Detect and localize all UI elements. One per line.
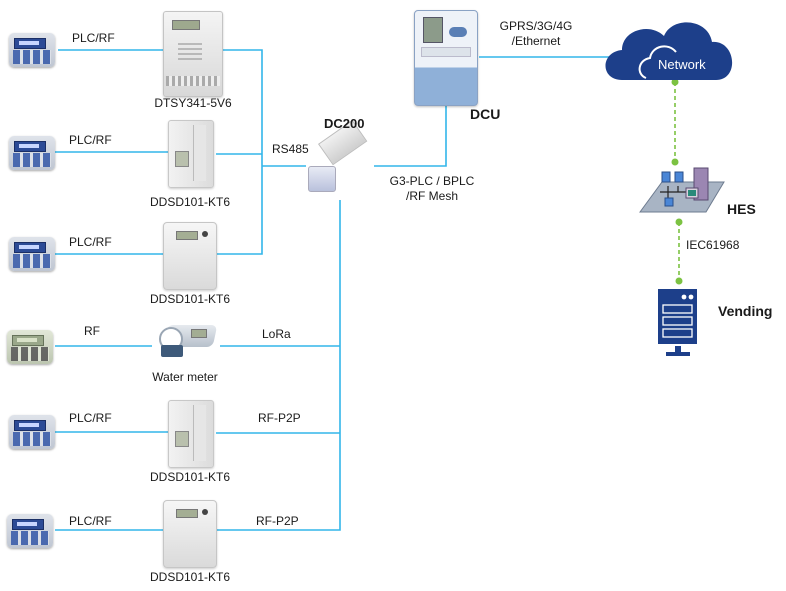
bus-label-rf-p2p-2: RF-P2P bbox=[256, 514, 299, 528]
meter-label-4: Water meter bbox=[152, 370, 218, 384]
water-meter-icon bbox=[155, 323, 218, 363]
bus-label-lora: LoRa bbox=[262, 327, 291, 341]
single-phase-meter-icon bbox=[163, 500, 217, 568]
meter-label-3: DDSD101-KT6 bbox=[149, 292, 231, 306]
link-label-ihd1: PLC/RF bbox=[72, 31, 115, 45]
node-label-dcu: DCU bbox=[470, 106, 501, 122]
hes-network-icon bbox=[639, 167, 725, 213]
dc200-concentrator-icon bbox=[308, 119, 368, 196]
link-label-hes-vending: IEC61968 bbox=[686, 238, 740, 252]
meter-label-2: DDSD101-KT6 bbox=[149, 195, 231, 209]
wire-rs485-bus bbox=[208, 49, 263, 255]
node-label-vending: Vending bbox=[718, 303, 773, 319]
link-dot bbox=[671, 158, 679, 166]
link-dot bbox=[675, 218, 683, 226]
cloud-icon bbox=[605, 22, 733, 80]
bus-label-rf-p2p-1: RF-P2P bbox=[258, 411, 301, 425]
link-label-ihd2: PLC/RF bbox=[69, 133, 112, 147]
wire-rf-bus bbox=[216, 200, 341, 531]
link-label-dcu-network-2: /Ethernet bbox=[511, 34, 561, 48]
link-dot bbox=[675, 277, 683, 285]
meter-label-5: DDSD101-KT6 bbox=[149, 470, 231, 484]
bus-label-rs485: RS485 bbox=[272, 142, 309, 156]
ihd-keypad-icon bbox=[9, 237, 55, 271]
link-label-dc200-dcu-1: G3-PLC / BPLC bbox=[389, 174, 475, 188]
link-label-ihd6: PLC/RF bbox=[69, 514, 112, 528]
link-label-ihd4: RF bbox=[84, 324, 100, 338]
link-label-ihd5: PLC/RF bbox=[69, 411, 112, 425]
single-phase-meter-icon bbox=[163, 222, 217, 290]
ihd-keypad-icon bbox=[9, 33, 55, 67]
dcu-device-icon bbox=[414, 10, 478, 106]
meter-label-1: DTSY341-5V6 bbox=[154, 96, 232, 110]
node-label-dc200: DC200 bbox=[324, 116, 365, 131]
link-label-dc200-dcu-2: /RF Mesh bbox=[405, 189, 458, 203]
node-label-network: Network bbox=[658, 57, 706, 72]
ihd-keypad-icon bbox=[9, 415, 55, 449]
node-label-hes: HES bbox=[727, 201, 756, 217]
link-label-dcu-network-1: GPRS/3G/4G bbox=[499, 19, 573, 33]
din-rail-meter-icon bbox=[168, 120, 214, 188]
vending-server-icon bbox=[658, 289, 697, 356]
meter-label-6: DDSD101-KT6 bbox=[149, 570, 231, 584]
three-phase-meter-icon bbox=[163, 11, 223, 97]
ihd-keypad-icon bbox=[7, 330, 53, 364]
link-label-ihd3: PLC/RF bbox=[69, 235, 112, 249]
ihd-keypad-icon bbox=[7, 514, 53, 548]
link-dot bbox=[671, 78, 679, 86]
wire-dc200-dcu bbox=[374, 104, 447, 167]
din-rail-meter-icon bbox=[168, 400, 214, 468]
ihd-keypad-icon bbox=[9, 136, 55, 170]
